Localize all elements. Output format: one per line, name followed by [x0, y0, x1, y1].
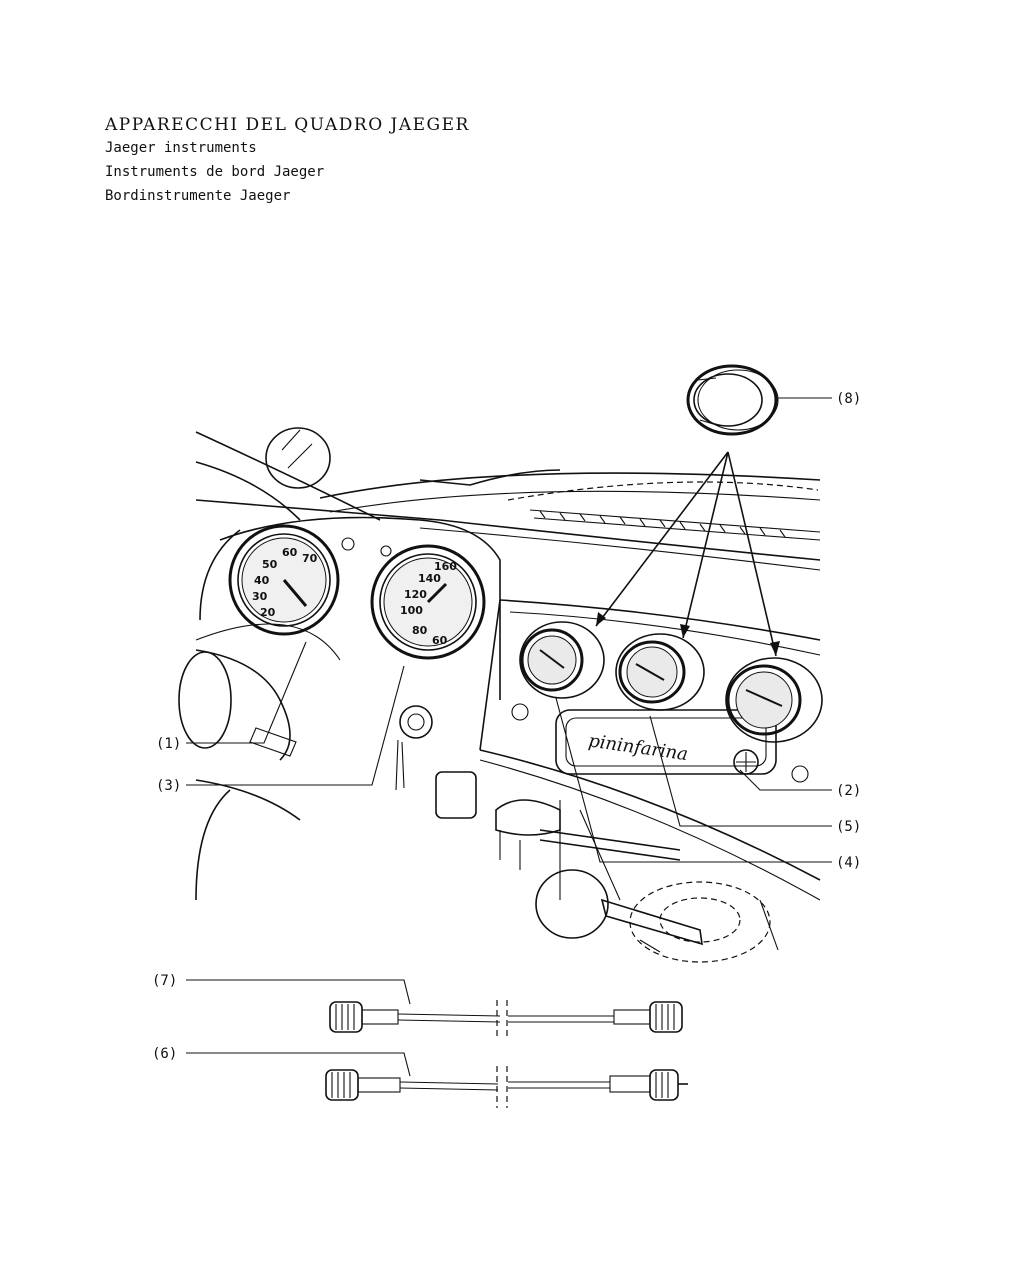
dashboard-illustration: pininfarina: [178, 427, 821, 963]
aux-gauge-right: [725, 657, 823, 743]
callout-8: (8): [836, 391, 861, 407]
tach-label-40: 40: [254, 574, 270, 587]
tach-label-20: 20: [260, 606, 276, 619]
tachometer-gauge: 50 60 70 40 30 20: [228, 524, 340, 636]
callout-1: (1): [156, 736, 181, 752]
tachometer-cable-illustration: [325, 1066, 688, 1108]
callout-6: (6): [152, 1046, 177, 1062]
trim-ring-arrows: [595, 451, 780, 657]
callout-5: (5): [836, 819, 861, 835]
page-title: APPARECCHI DEL QUADRO JAEGER: [105, 115, 470, 135]
speedometer-cable-illustration: [329, 1000, 683, 1040]
callout-2: (2): [836, 783, 861, 799]
leader-lines: [186, 397, 832, 1077]
tach-label-70: 70: [302, 552, 318, 565]
speedo-label-160: 160: [434, 560, 457, 573]
speedo-label-60: 60: [432, 634, 448, 647]
callout-3: (3): [156, 778, 181, 794]
pininfarina-badge: pininfarina: [587, 730, 689, 765]
tach-label-30: 30: [252, 590, 268, 603]
trim-ring-illustration: [686, 364, 779, 436]
subtitle-german: Bordinstrumente Jaeger: [105, 188, 291, 204]
speedo-label-80: 80: [412, 624, 428, 637]
subtitle-french: Instruments de bord Jaeger: [105, 164, 325, 180]
page-header: APPARECCHI DEL QUADRO JAEGER Jaeger inst…: [105, 114, 470, 208]
speedometer-gauge: 140 160 120 100 80 60: [370, 544, 486, 660]
aux-gauge-left: [519, 621, 605, 699]
aux-gauge-center: [615, 633, 705, 711]
speedo-label-100: 100: [400, 604, 423, 617]
tach-label-50: 50: [262, 558, 278, 571]
speedo-label-120: 120: [404, 588, 427, 601]
speedo-label-140: 140: [418, 572, 441, 585]
callout-4: (4): [836, 855, 861, 871]
callout-7: (7): [152, 973, 177, 989]
subtitle-english: Jaeger instruments: [105, 140, 257, 156]
tach-label-60: 60: [282, 546, 298, 559]
